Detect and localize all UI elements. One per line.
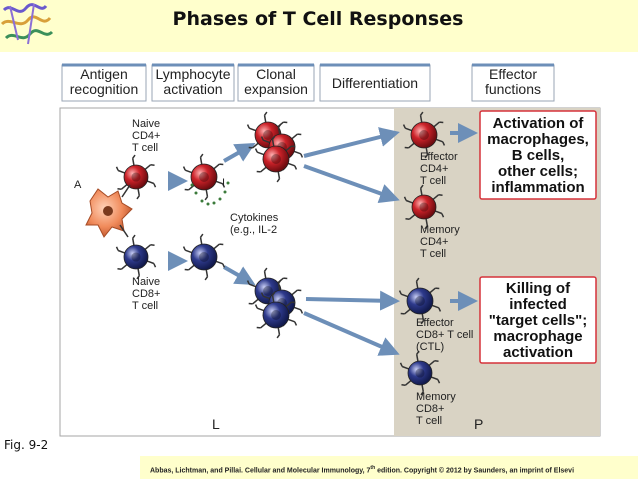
il2r-label: I: [222, 177, 225, 189]
phase-label-line: Differentiation: [332, 75, 418, 91]
effector-text-cd4-line: macrophages,: [487, 131, 589, 148]
effector-cd4-cell: [402, 111, 446, 159]
slide-title: Phases of T Cell Responses: [172, 8, 464, 30]
phase-header-box: [471, 64, 555, 102]
peripheral-tissue-label-line: P: [474, 416, 483, 432]
peripheral-tissue-label: P: [474, 416, 483, 432]
memory-cd4-label-line: T cell: [420, 248, 446, 260]
naive-cd4-label-line: CD4+: [132, 130, 160, 142]
protein-structure-logo: [0, 3, 54, 45]
effector-box-cd8: [479, 276, 597, 364]
apc-cell: [85, 184, 133, 238]
expanded-cd4-cell: [254, 135, 298, 183]
effector-text-cd8-line: Killing of: [506, 280, 571, 297]
effector-text-cd4-line: B cells,: [512, 147, 565, 164]
naive-cd8-cell: [115, 234, 157, 280]
effector-text-cd4-line: inflammation: [491, 179, 584, 196]
figure-label: Fig. 9-2: [4, 438, 49, 452]
citation-sup: th: [370, 465, 376, 471]
effector-text-cd4-line: Activation of: [493, 115, 585, 132]
lymphoid-organ-label-line: L: [212, 416, 220, 432]
effector-text-cd8-line: activation: [503, 344, 573, 361]
activated-cd4-cell: [182, 153, 226, 201]
effector-cd8-label-line: Effector: [416, 317, 454, 329]
credit-band: [140, 456, 638, 479]
phase-header-box: [319, 64, 431, 102]
il2r-label-line: I: [222, 177, 225, 189]
cytokines-label: Cytokines(e.g., IL-2: [230, 212, 279, 236]
phase-label: Differentiation: [332, 75, 418, 91]
effector-cd8-label-line: (CTL): [416, 341, 444, 353]
cytokine-dots: [190, 181, 230, 206]
memory-cd4-cell: [403, 184, 445, 230]
cytokines-label-line: Cytokines: [230, 212, 279, 224]
naive-cd8-label-line: T cell: [132, 300, 158, 312]
activated-cd8-cell: [182, 233, 226, 281]
naive-cd4-cell: [115, 154, 157, 200]
effector-cd4-label-line: T cell: [420, 175, 446, 187]
memory-cd4-label-line: Memory: [420, 224, 460, 236]
effector-text-cd4-line: other cells;: [498, 163, 578, 180]
expanded-cd8-cell: [254, 291, 298, 339]
phase-label-line: expansion: [244, 81, 308, 97]
naive-cd8-label-line: Naive: [132, 276, 160, 288]
cytokines-label-line: (e.g., IL-2: [230, 224, 277, 236]
phase-header-box: [237, 64, 315, 102]
effector-cd8-label-line: CD8+ T cell: [416, 329, 473, 341]
memory-cd8-label-line: T cell: [416, 415, 442, 427]
phase-label-line: Antigen: [80, 66, 127, 82]
effector-text-cd8-line: "target cells";: [489, 312, 587, 329]
phase-header-box: [61, 64, 147, 102]
memory-cd8-cell: [399, 350, 441, 396]
apc-label-line: A: [74, 179, 82, 191]
memory-cd8-label-line: CD8+: [416, 403, 444, 415]
effector-cd8-cell: [398, 277, 442, 325]
phase-label-line: functions: [485, 81, 541, 97]
apc-label: A: [74, 179, 82, 191]
effector-cd4-label-line: Effector: [420, 151, 458, 163]
phase-label-line: Clonal: [256, 66, 296, 82]
naive-cd8-label-line: CD8+: [132, 288, 160, 300]
effector-text-cd8-line: infected: [509, 296, 567, 313]
phase-label-line: recognition: [70, 81, 139, 97]
title-band: [0, 0, 638, 52]
phase-label-line: Effector: [489, 66, 537, 82]
citation-text-end: edition. Copyright © 2012 by Saunders, a…: [375, 467, 575, 475]
phase-label-line: activation: [163, 81, 222, 97]
effector-cd4-label-line: CD4+: [420, 163, 448, 175]
arrows: [168, 123, 478, 356]
citation-text: Abbas, Lichtman, and Pillai. Cellular an…: [150, 467, 371, 475]
naive-cd4-label-line: Naive: [132, 118, 160, 130]
effector-box-cd4: [479, 110, 597, 200]
phase-label-line: Lymphocyte: [156, 66, 231, 82]
lymphoid-organ-label: L: [212, 416, 220, 432]
phase-header-3: Differentiation: [319, 63, 431, 102]
memory-cd8-label-line: Memory: [416, 391, 456, 403]
citation: Abbas, Lichtman, and Pillai. Cellular an…: [150, 465, 574, 474]
naive-cd4-label-line: T cell: [132, 142, 158, 154]
memory-cd4-label-line: CD4+: [420, 236, 448, 248]
effector-text-cd8-line: macrophage: [493, 328, 582, 345]
